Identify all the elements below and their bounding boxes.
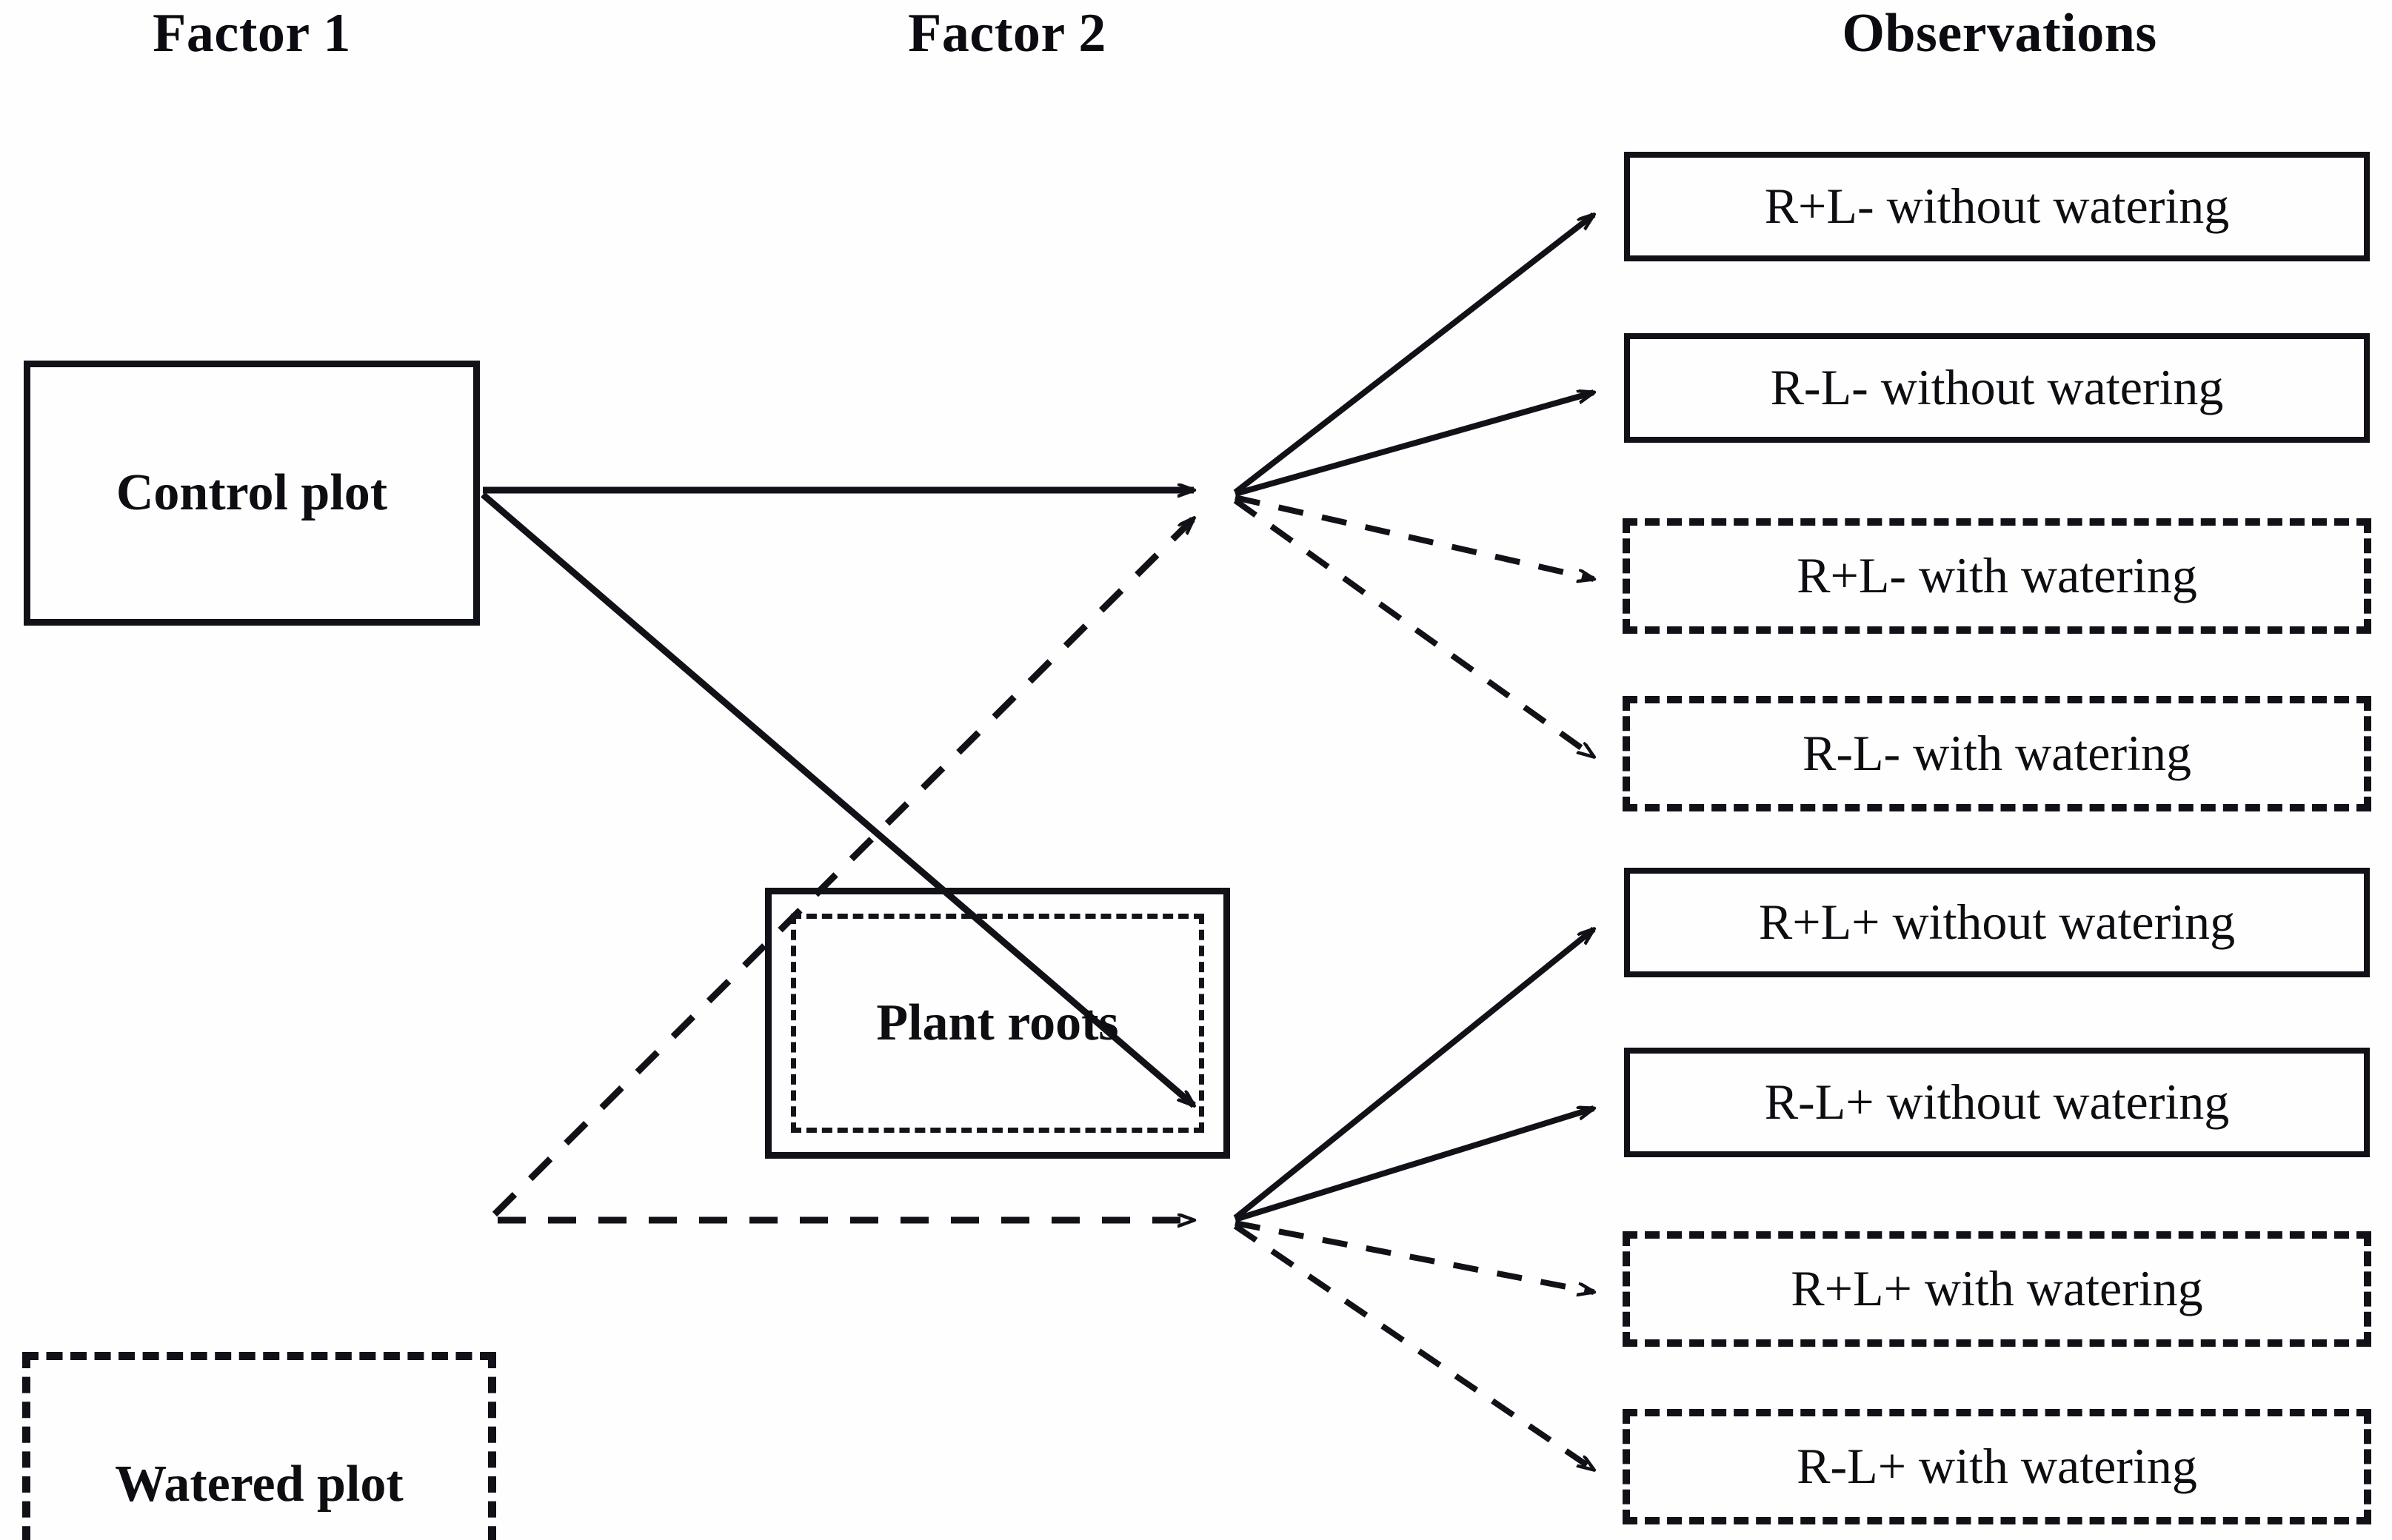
column-header-factor1-label: Factor 1 xyxy=(153,3,351,64)
node-plant-roots-label: Plant roots xyxy=(876,994,1119,1052)
node-plant-roots[interactable]: Plant roots xyxy=(765,888,1230,1159)
column-header-factor2-label: Factor 2 xyxy=(908,3,1106,64)
node-obs-2-label: R-L- without watering xyxy=(1770,359,2224,416)
node-obs-1-label: R+L- without watering xyxy=(1764,178,2230,235)
node-obs-7-label: R+L+ with watering xyxy=(1791,1260,2203,1317)
edge-plant-roots-to-obs-1 xyxy=(1233,212,1594,495)
node-obs-1[interactable]: R+L- without watering xyxy=(1624,152,2370,261)
edge-forest-litter-to-obs-5 xyxy=(1233,926,1594,1221)
edge-forest-litter-to-obs-6 xyxy=(1234,1105,1594,1222)
column-header-observations-label: Observations xyxy=(1842,3,2157,64)
node-obs-7[interactable]: R+L+ with watering xyxy=(1623,1231,2371,1347)
node-obs-8[interactable]: R-L+ with watering xyxy=(1623,1409,2371,1524)
node-obs-4[interactable]: R-L- with watering xyxy=(1623,696,2371,811)
node-obs-8-label: R-L+ with watering xyxy=(1797,1438,2197,1495)
column-header-factor2: Factor 2 xyxy=(755,6,1259,61)
edge-forest-litter-to-obs-8 xyxy=(1233,1223,1594,1473)
node-obs-6[interactable]: R-L+ without watering xyxy=(1624,1048,2370,1157)
node-watered-plot[interactable]: Watered plot xyxy=(22,1352,496,1540)
column-header-observations: Observations xyxy=(1622,6,2377,61)
edge-plant-roots-to-obs-4 xyxy=(1233,498,1594,760)
edge-plant-roots-to-obs-2 xyxy=(1234,392,1594,497)
node-obs-5[interactable]: R+L+ without watering xyxy=(1624,868,2370,977)
edge-control-plot-to-forest-litter xyxy=(481,492,1194,1108)
node-obs-3-label: R+L- with watering xyxy=(1797,547,2197,604)
node-control-plot-label: Control plot xyxy=(116,464,388,522)
edge-forest-litter-to-obs-7 xyxy=(1235,1220,1594,1292)
edge-watered-plot-to-plant-roots xyxy=(492,515,1197,1217)
node-watered-plot-label: Watered plot xyxy=(115,1456,404,1513)
node-control-plot[interactable]: Control plot xyxy=(24,361,480,626)
node-obs-3[interactable]: R+L- with watering xyxy=(1623,518,2371,634)
node-obs-4-label: R-L- with watering xyxy=(1803,725,2191,782)
node-obs-5-label: R+L+ without watering xyxy=(1758,894,2236,951)
node-obs-2[interactable]: R-L- without watering xyxy=(1624,333,2370,443)
edge-plant-roots-to-obs-3 xyxy=(1235,495,1594,579)
node-obs-6-label: R-L+ without watering xyxy=(1764,1074,2230,1131)
column-header-factor1: Factor 1 xyxy=(0,6,504,61)
